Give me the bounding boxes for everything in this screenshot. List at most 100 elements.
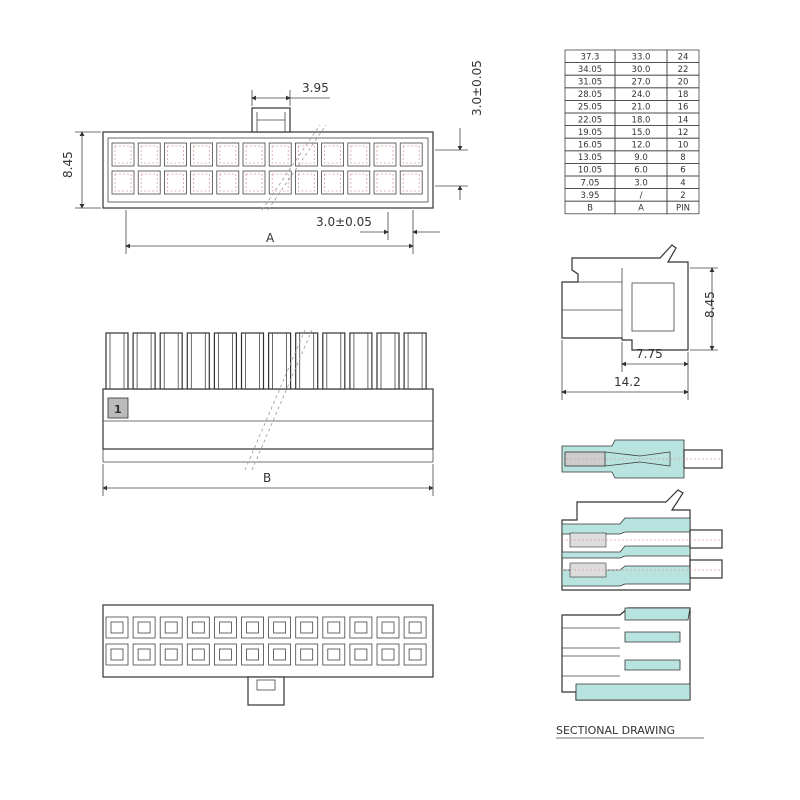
- bottom-cavity: [376, 643, 400, 666]
- table-row: 7.05 3.0 4: [564, 175, 700, 190]
- table-cell: A: [638, 204, 644, 214]
- side-inner-dimension: 7.75: [636, 347, 663, 361]
- table-cell: 21.0: [632, 103, 651, 113]
- terminal-towers: [105, 332, 427, 390]
- table-cell: 13.05: [578, 153, 602, 163]
- bottom-cavity: [349, 643, 373, 666]
- table-cell: 24.0: [632, 90, 651, 100]
- bottom-cavity: [213, 616, 237, 639]
- section-terminal: [561, 439, 723, 479]
- top-cavity: [216, 142, 240, 167]
- length-b-label: B: [263, 471, 271, 485]
- table-cell: 28.05: [578, 90, 602, 100]
- table-cell: 25.05: [578, 103, 602, 113]
- bottom-cavity: [268, 616, 292, 639]
- terminal-tower: [213, 332, 237, 390]
- table-cell: 31.05: [578, 78, 602, 88]
- top-cavity: [399, 170, 423, 195]
- table-cell: 34.05: [578, 65, 602, 75]
- table-cell: 33.0: [632, 52, 651, 62]
- section-housing: [561, 489, 723, 591]
- table-cell: 4: [680, 178, 685, 188]
- table-cell: 3.0: [634, 178, 648, 188]
- top-cavity: [321, 170, 345, 195]
- latch-tolerance-dimension: 3.0±0.05: [470, 60, 484, 116]
- table-cell: 14: [678, 115, 689, 125]
- terminal-tower: [105, 332, 129, 390]
- top-cavity: [347, 142, 371, 167]
- pin-one-marker: [107, 397, 129, 419]
- bottom-cavity: [268, 643, 292, 666]
- bottom-cavity: [186, 643, 210, 666]
- top-cavity: [163, 142, 187, 167]
- bottom-cavity: [213, 643, 237, 666]
- bottom-cavity: [322, 616, 346, 639]
- bottom-cavity: [105, 616, 129, 639]
- top-cavity: [137, 142, 161, 167]
- bottom-cavity: [403, 643, 427, 666]
- top-cavity: [242, 170, 266, 195]
- top-cavity: [294, 142, 318, 167]
- table-cell: 20: [678, 78, 689, 88]
- terminal-tower: [159, 332, 183, 390]
- table-cell: 10.05: [578, 166, 602, 176]
- row-tolerance-dimension: 3.0±0.05: [316, 215, 372, 229]
- height-dimension: 8.45: [61, 151, 75, 178]
- table-cell: 12.0: [632, 141, 651, 151]
- table-row: 16.05 12.0 10: [564, 137, 700, 152]
- bottom-cavity: [186, 616, 210, 639]
- top-cavity: [216, 170, 240, 195]
- side-view: 8.45 7.75 14.2: [561, 244, 718, 400]
- side-length-dimension: 14.2: [614, 375, 641, 389]
- table-cell: 16.05: [578, 141, 602, 151]
- terminal-tower: [322, 332, 346, 390]
- length-a-label: A: [266, 231, 275, 245]
- table-cell: 12: [678, 128, 689, 138]
- table-cell: 7.05: [581, 178, 600, 188]
- side-height-dimension: 8.45: [703, 291, 717, 318]
- terminal-tower: [376, 332, 400, 390]
- table-cell: 2: [680, 191, 685, 201]
- top-cavity: [268, 170, 292, 195]
- bottom-cavity: [295, 616, 319, 639]
- top-view: 3.95 8.45 3.0±0.05 A 3.0±0.05: [61, 60, 484, 254]
- top-cavity: [373, 142, 397, 167]
- table-row: 37.3 33.0 24: [564, 49, 700, 64]
- section-housing-empty: [561, 607, 691, 701]
- bottom-cavity: [105, 643, 129, 666]
- pin-one-label: 1: [114, 403, 122, 416]
- bottom-cavity: [159, 643, 183, 666]
- top-cavity: [294, 170, 318, 195]
- top-cavity: [347, 170, 371, 195]
- bottom-cavity: [403, 616, 427, 639]
- bottom-cavity: [295, 643, 319, 666]
- table-cell: 10: [678, 141, 689, 151]
- table-cell: 22.05: [578, 115, 602, 125]
- top-cavity: [190, 142, 214, 167]
- table-cell: 24: [678, 52, 689, 62]
- top-cavity: [242, 142, 266, 167]
- bottom-cavity: [241, 643, 264, 666]
- table-cell: 6.0: [634, 166, 648, 176]
- bottom-cavity-grid: [105, 616, 427, 666]
- table-cell: 37.3: [581, 52, 600, 62]
- table-cell: 30.0: [632, 65, 651, 75]
- top-cavity: [137, 170, 161, 195]
- terminal-tower: [132, 332, 156, 390]
- terminal-tower: [349, 332, 373, 390]
- terminal-tower: [240, 332, 265, 390]
- top-cavity-grid: [111, 142, 423, 195]
- bottom-cavity: [241, 616, 264, 639]
- table-row: 3.95/2: [564, 188, 700, 202]
- table-cell: 15.0: [632, 128, 651, 138]
- terminal-tower: [268, 332, 292, 390]
- front-view: 1 B: [102, 329, 434, 496]
